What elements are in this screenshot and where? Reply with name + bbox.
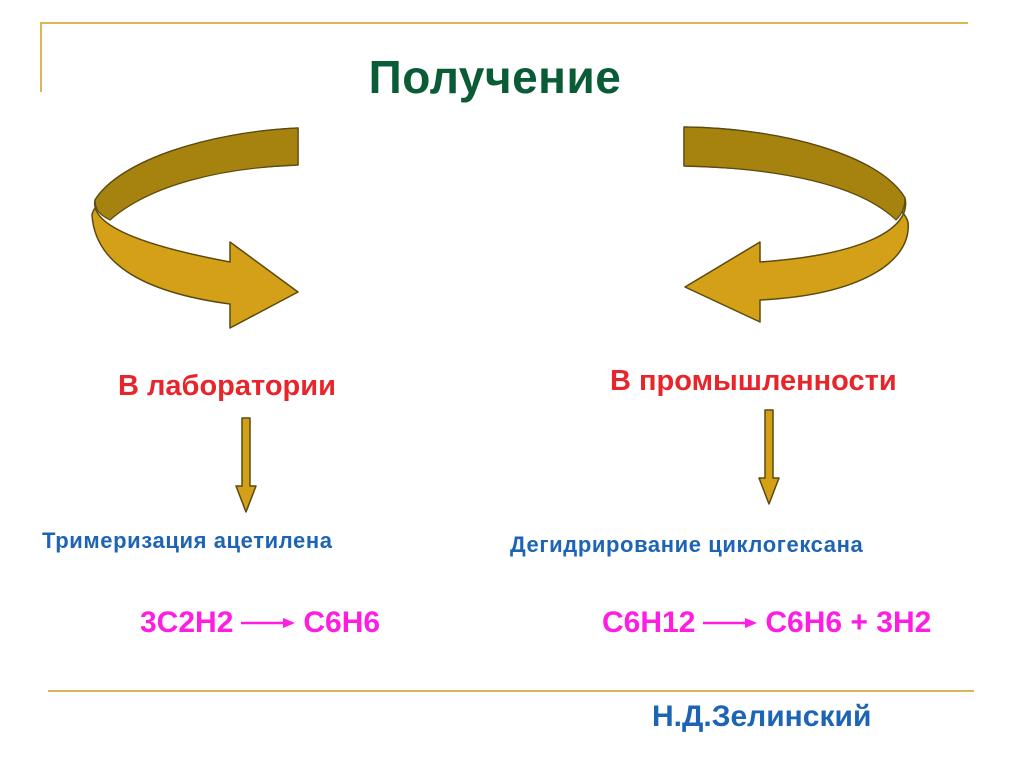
equation-laboratory: 3С2Н2 С6Н6 xyxy=(140,606,380,640)
equation-lhs: С6Н12 xyxy=(602,606,696,639)
reaction-arrow-icon xyxy=(703,618,758,628)
frame-left-line xyxy=(40,22,42,92)
branch-label-industry: В промышленности xyxy=(610,365,897,397)
frame-bottom-line xyxy=(48,690,974,692)
method-label-trimerization: Тримеризация ацетилена xyxy=(42,528,333,553)
author-name: Н.Д.Зелинский xyxy=(652,700,872,733)
equation-industry: С6Н12 С6Н6 + 3Н2 xyxy=(602,606,931,640)
page-title: Получение xyxy=(368,51,622,103)
equation-rhs: С6Н6 xyxy=(303,606,381,639)
equation-lhs: 3С2Н2 xyxy=(140,606,234,639)
branch-label-laboratory: В лаборатории xyxy=(118,370,336,402)
equation-rhs: С6Н6 + 3Н2 xyxy=(765,606,932,639)
reaction-arrow-icon xyxy=(241,618,296,628)
method-label-dehydrogenation: Дегидрирование циклогексана xyxy=(510,532,864,557)
frame-top-line xyxy=(40,22,968,24)
